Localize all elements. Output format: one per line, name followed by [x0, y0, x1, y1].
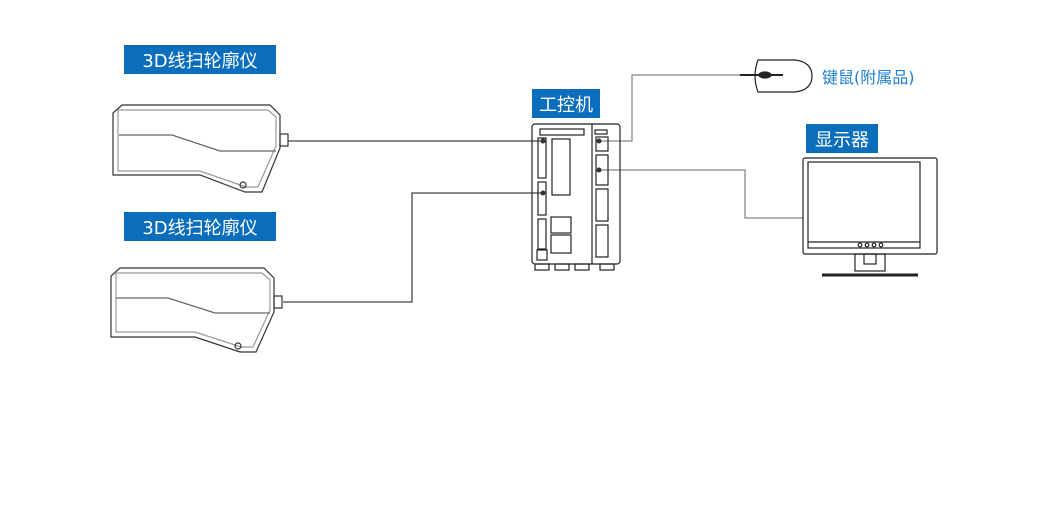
scanner-1-label: 3D线扫轮廓仪	[124, 45, 276, 74]
ipc-device	[531, 123, 621, 271]
cable-monitor-ipc	[599, 169, 803, 219]
monitor-label: 显示器	[806, 124, 878, 153]
cable-scanner2-ipc	[283, 192, 543, 303]
cable-mouse-ipc	[599, 74, 752, 142]
port-dots	[540, 138, 602, 196]
keyboard-mouse-label: 键鼠(附属品)	[822, 68, 915, 87]
scanner-2-label: 3D线扫轮廓仪	[124, 212, 276, 241]
mouse-device	[740, 59, 813, 93]
scanner-1-device	[112, 104, 289, 193]
ipc-label: 工控机	[532, 89, 600, 118]
scanner-2-device	[110, 267, 283, 353]
monitor-device	[802, 157, 938, 277]
